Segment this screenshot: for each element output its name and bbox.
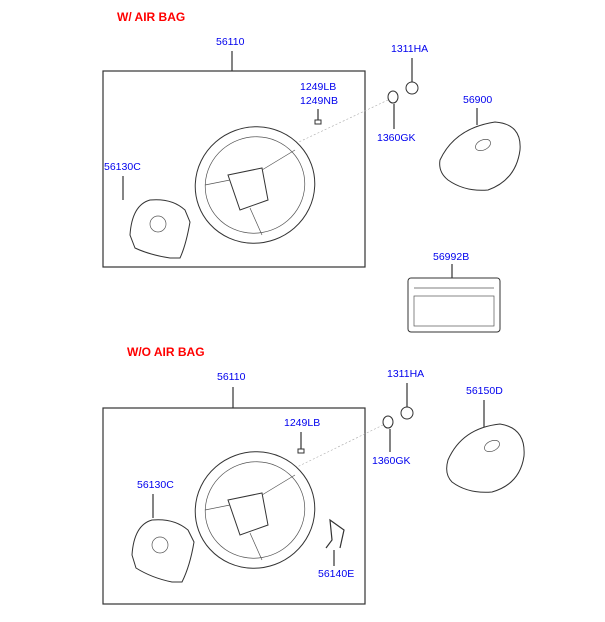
assembly-box [102, 70, 366, 268]
assembly-axis [249, 99, 389, 166]
nut-part [405, 81, 419, 95]
part-label-1311ha[interactable]: 1311HA [387, 368, 424, 380]
part-label-1360gk[interactable]: 1360GK [372, 455, 411, 467]
part-label-1249lb[interactable]: 1249LB [300, 81, 336, 93]
bolt-part [297, 448, 305, 454]
part-label-56992b[interactable]: 56992B [433, 251, 469, 263]
section-with-airbag: W/ AIR BAG 56110 1249LB 1249NB 1311HA 13… [102, 10, 521, 333]
part-label-56150d[interactable]: 56150D [466, 385, 503, 397]
part-label-1249lb[interactable]: 1249LB [284, 417, 320, 429]
part-label-56130c[interactable]: 56130C [137, 479, 174, 491]
emblem-icon [484, 439, 500, 453]
part-label-56110[interactable]: 56110 [217, 371, 246, 383]
column-cover-part [129, 199, 191, 259]
part-label-1249nb[interactable]: 1249NB [300, 95, 338, 107]
warning-label-part [407, 277, 501, 333]
assembly-axis [249, 424, 384, 491]
section-title: W/O AIR BAG [127, 345, 205, 359]
section-title: W/ AIR BAG [117, 10, 185, 24]
airbag-pad-part [439, 121, 521, 191]
part-label-1360gk[interactable]: 1360GK [377, 132, 416, 144]
part-label-56900[interactable]: 56900 [463, 94, 492, 106]
part-label-1311ha[interactable]: 1311HA [391, 43, 428, 55]
wire-harness-part [325, 518, 345, 549]
cover-hole [151, 536, 169, 554]
nut-part [400, 406, 414, 420]
bolt-part [314, 119, 322, 125]
horn-pad-part [446, 423, 525, 493]
washer-part [382, 415, 394, 429]
part-label-56110[interactable]: 56110 [216, 36, 245, 48]
section-without-airbag: W/O AIR BAG 56110 1249LB 1311HA 1360GK 5… [102, 345, 525, 605]
part-label-56140e[interactable]: 56140E [318, 568, 354, 580]
cover-hole [149, 215, 167, 233]
part-label-56130c[interactable]: 56130C [104, 161, 141, 173]
emblem-icon [475, 138, 491, 152]
assembly-box [102, 407, 366, 605]
steering-wheel-part [194, 126, 316, 244]
column-cover-part [131, 519, 195, 583]
steering-wheel-part [194, 451, 316, 569]
washer-part [387, 90, 399, 104]
